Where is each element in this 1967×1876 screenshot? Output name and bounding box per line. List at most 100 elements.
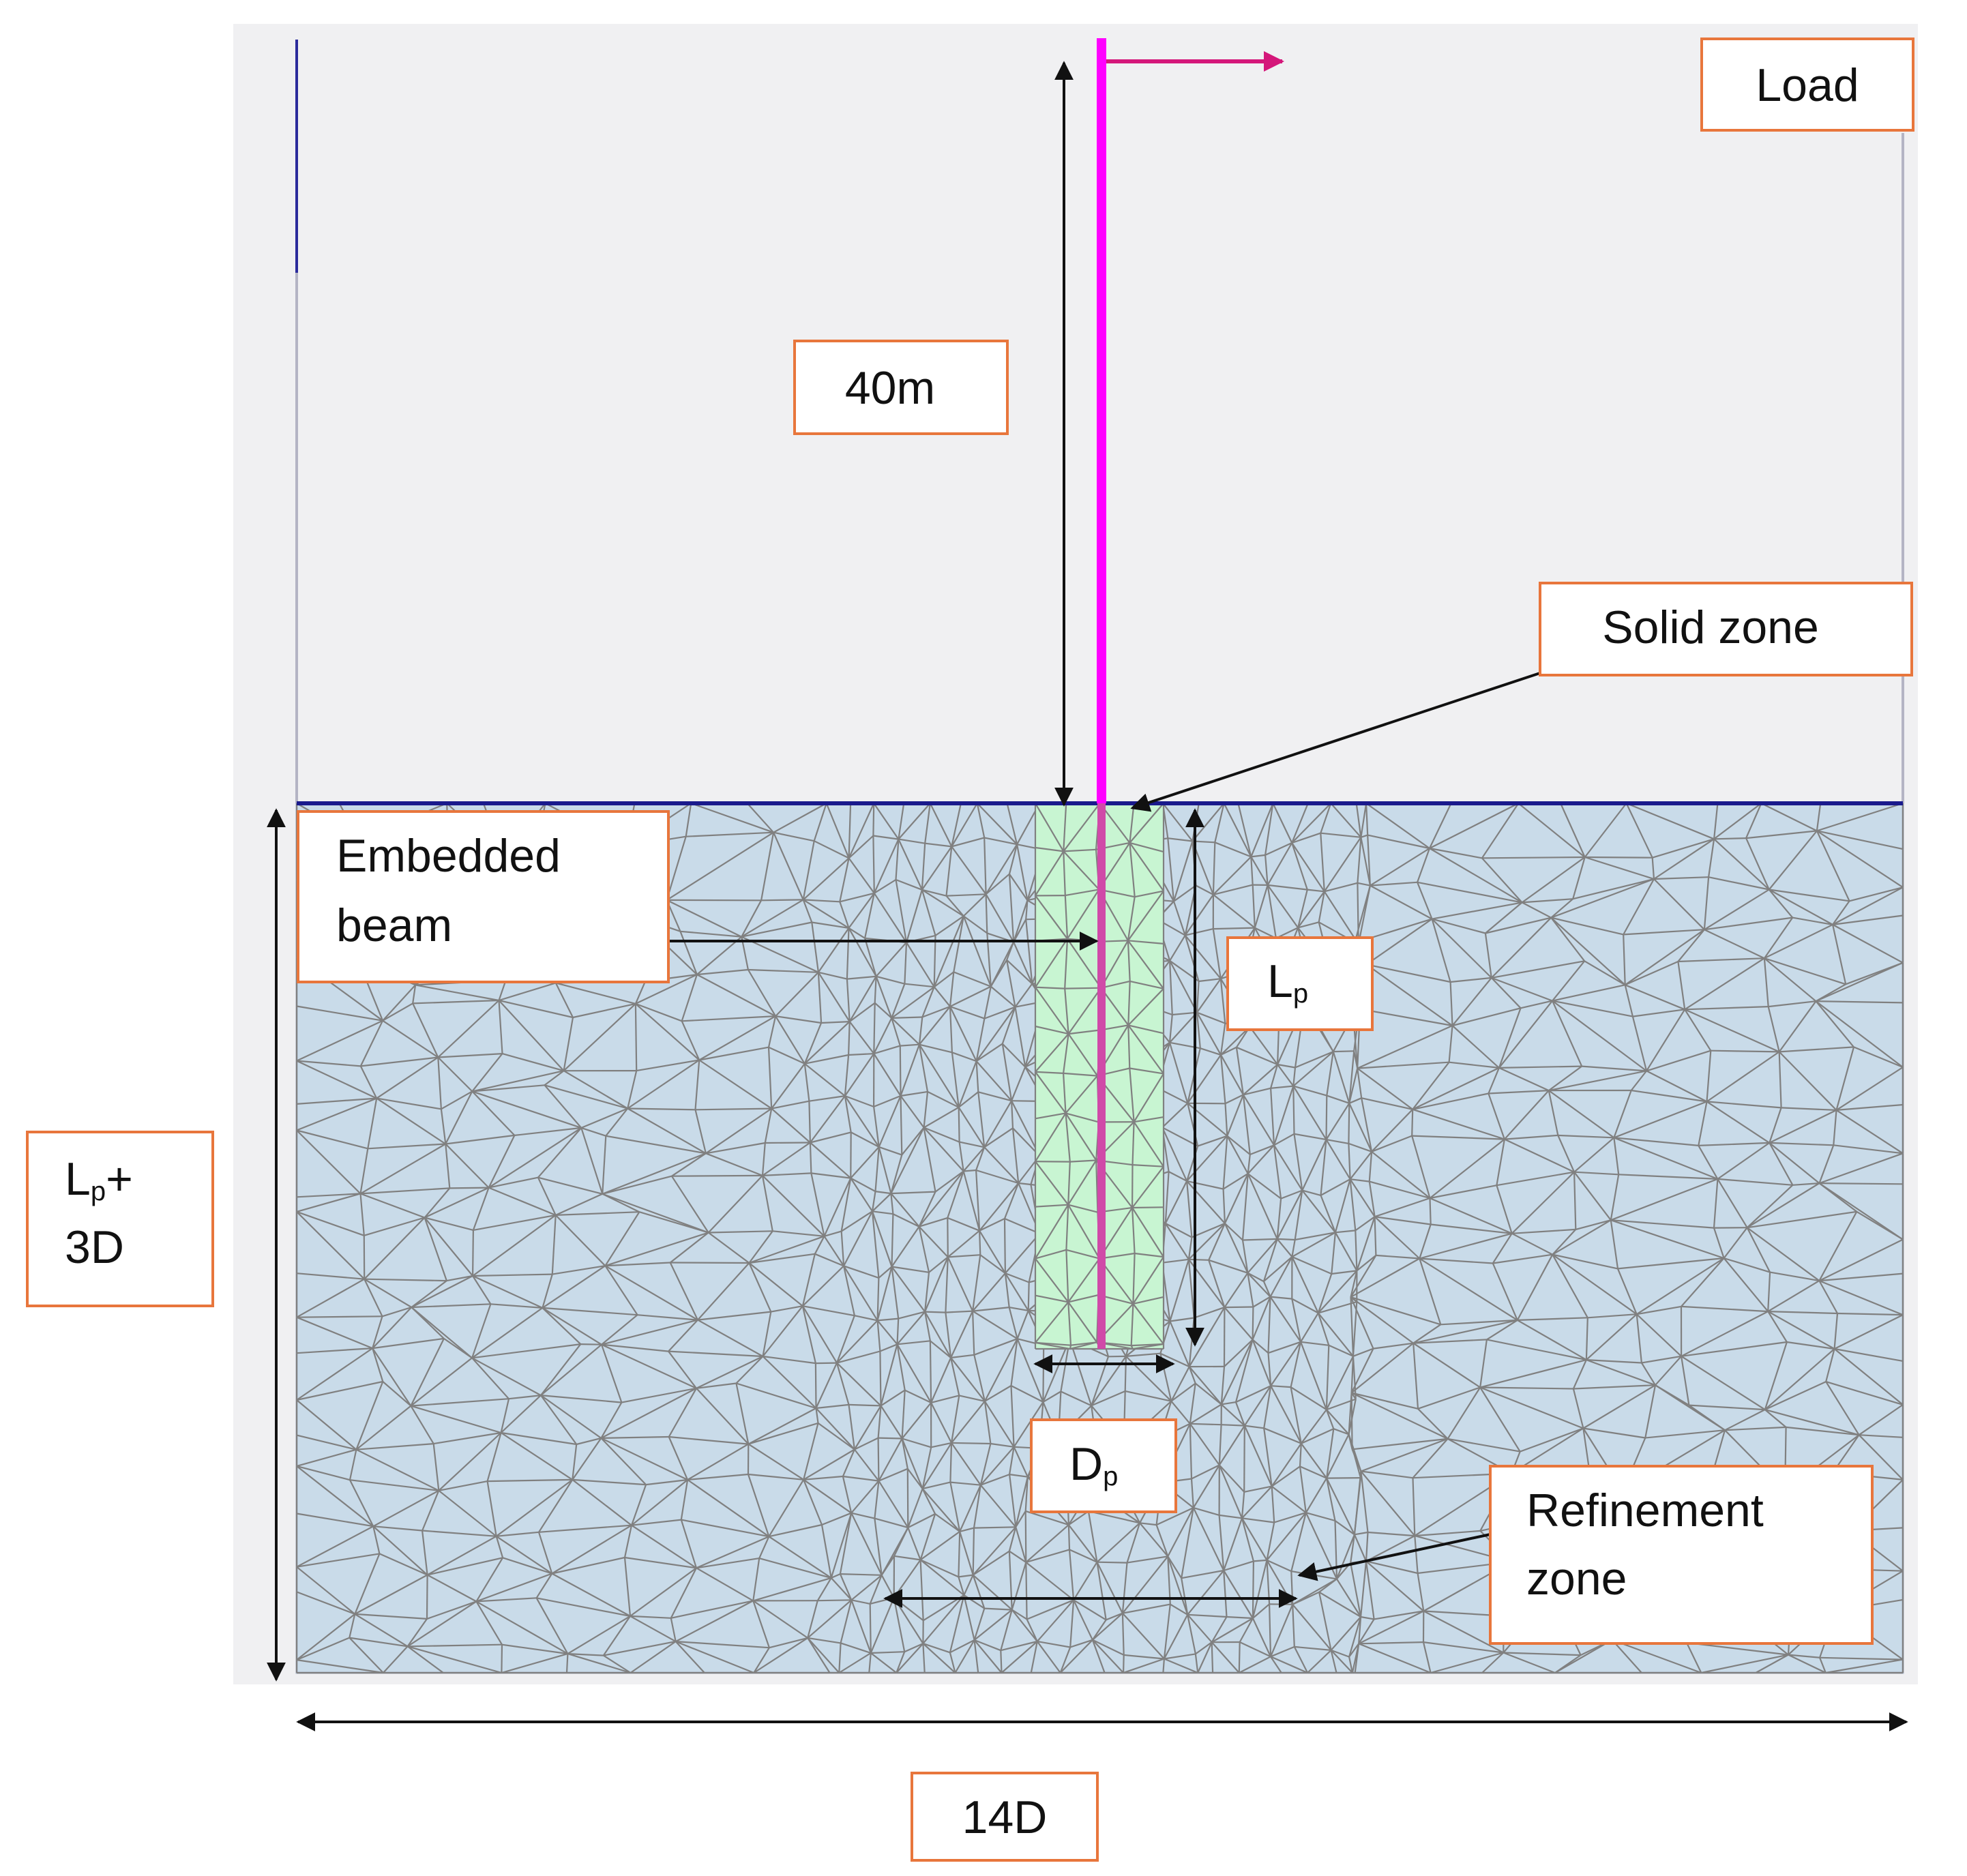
mesh-edge <box>1815 1000 1854 1048</box>
mesh-edge <box>1067 1204 1100 1260</box>
mesh-edge <box>1293 1133 1303 1191</box>
mesh-edge <box>1301 1139 1327 1191</box>
mesh-edge <box>876 1320 898 1345</box>
mesh-edge <box>1035 986 1065 989</box>
mesh-edge <box>1262 1281 1271 1298</box>
mesh-edge <box>580 1127 606 1137</box>
mesh-edge <box>1002 1043 1026 1068</box>
mesh-edge <box>382 1381 412 1407</box>
mesh-edge <box>349 1449 357 1480</box>
mesh-edge <box>1481 856 1585 859</box>
mesh-edge <box>1214 842 1252 858</box>
mesh-edge <box>572 1479 632 1526</box>
mesh-edge <box>630 1641 677 1673</box>
mesh-edge <box>1653 838 1715 880</box>
mesh-edge <box>1271 1385 1291 1388</box>
mesh-edge <box>748 1262 803 1307</box>
mesh-edge <box>1576 1219 1612 1230</box>
mesh-edge <box>675 1641 705 1673</box>
mesh-edge <box>1745 803 1762 839</box>
mesh-edge <box>1243 1087 1271 1096</box>
mesh-edge <box>1277 1063 1296 1069</box>
mesh-edge <box>1488 1093 1505 1140</box>
mesh-edge <box>1717 1142 1770 1180</box>
mesh-edge <box>1269 1604 1294 1657</box>
mesh-edge <box>1326 1409 1350 1435</box>
mesh-edge <box>1224 1103 1228 1136</box>
mesh-edge <box>1190 1478 1194 1508</box>
mesh-edge <box>422 1490 440 1531</box>
mesh-edge <box>1211 1641 1240 1673</box>
mesh-edge <box>804 1021 851 1064</box>
mesh-edge <box>874 1517 908 1529</box>
mesh-edge <box>842 1449 855 1477</box>
mesh-edge <box>1352 1356 1357 1399</box>
mesh-edge <box>1423 1641 1504 1654</box>
mesh-edge <box>364 1217 426 1280</box>
mesh-edge <box>1550 917 1626 986</box>
mesh-edge <box>880 1344 898 1406</box>
mesh-edge <box>1016 1310 1029 1339</box>
mesh-edge <box>1247 1173 1282 1200</box>
mesh-edge <box>1423 1610 1504 1654</box>
mesh-edge <box>422 1530 497 1537</box>
refinement-zone-label-box <box>1489 1465 1874 1645</box>
mesh-edge <box>1560 803 1586 858</box>
mesh-edge <box>410 1405 434 1444</box>
mesh-edge <box>551 1215 557 1275</box>
mesh-edge <box>1411 1109 1414 1136</box>
mesh-edge <box>1126 1522 1141 1563</box>
mesh-edge <box>411 1275 473 1308</box>
mesh-edge <box>802 1305 855 1317</box>
mesh-edge <box>1374 1216 1421 1260</box>
mesh-edge <box>1819 1182 1904 1185</box>
mesh-edge <box>1035 850 1065 896</box>
mesh-edge <box>1035 1112 1066 1120</box>
mesh-edge <box>901 1127 925 1156</box>
mesh-edge <box>1698 1145 1719 1180</box>
mesh-edge <box>934 1170 964 1193</box>
mesh-edge <box>1548 1090 1615 1139</box>
mesh-edge <box>839 1573 853 1600</box>
mesh-edge <box>1412 1478 1416 1536</box>
mesh-edge <box>947 1217 949 1257</box>
mesh-edge <box>1036 1641 1061 1673</box>
mesh-edge <box>681 1519 769 1538</box>
mesh-edge <box>1010 1385 1015 1447</box>
mesh-edge <box>1290 1386 1327 1411</box>
mesh-edge <box>1224 1223 1249 1274</box>
mesh-edge <box>1485 917 1552 934</box>
mesh-edge <box>445 1090 473 1144</box>
mesh-edge <box>1767 1006 1780 1052</box>
mesh-edge <box>600 1402 623 1439</box>
mesh-edge <box>1247 1238 1278 1274</box>
mesh-edge <box>1587 1313 1637 1319</box>
mesh-edge <box>1064 895 1069 939</box>
mesh-edge <box>878 1146 902 1156</box>
mesh-edge <box>1264 803 1274 856</box>
mesh-edge <box>498 980 507 1001</box>
mesh-edge <box>1548 1065 1582 1091</box>
mesh-edge <box>984 837 1018 846</box>
mesh-edge <box>1413 1343 1419 1409</box>
mesh-edge <box>979 1230 1006 1274</box>
mesh-edge <box>1651 857 1655 880</box>
mesh-edge <box>1267 1353 1272 1386</box>
mesh-edge <box>891 1266 900 1319</box>
mesh-edge <box>1223 1560 1254 1572</box>
mesh-edge <box>602 1135 607 1194</box>
mesh-edge <box>1101 980 1130 989</box>
mesh-edge <box>1067 1161 1071 1205</box>
mesh-edge <box>1271 1486 1275 1523</box>
mesh-edge <box>1212 842 1216 895</box>
mesh-edge <box>1266 1512 1307 1561</box>
mesh-edge <box>851 1480 880 1514</box>
mesh-edge <box>471 1303 492 1358</box>
mesh-edge <box>496 1535 552 1575</box>
mesh-edge <box>839 1513 853 1575</box>
mesh-edge <box>891 1226 920 1268</box>
mesh-edge <box>1290 1386 1302 1444</box>
mesh-edge <box>1239 1618 1254 1643</box>
mesh-edge <box>1417 848 1431 883</box>
mesh-edge <box>1299 1443 1302 1467</box>
